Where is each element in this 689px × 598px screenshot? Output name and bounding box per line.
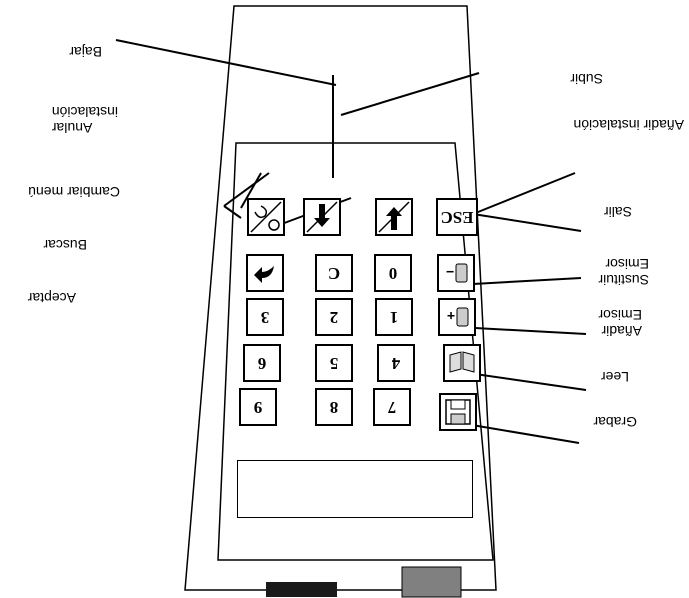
plus-sign: + (447, 308, 455, 324)
label-cambiar-menu: Cambiar menú (28, 184, 120, 200)
arrow-up-icon (314, 204, 330, 227)
key-9[interactable]: 9 (239, 388, 277, 426)
search-key[interactable] (247, 198, 285, 236)
label-grabar: Grabar (593, 414, 637, 430)
callout-lines (115, 39, 587, 444)
minus-sign: − (446, 264, 454, 280)
key-2[interactable]: 2 (315, 298, 353, 336)
accept-key[interactable] (246, 254, 284, 292)
arrow-down-key[interactable] (375, 198, 413, 236)
key-6[interactable]: 6 (243, 344, 281, 382)
arrow-down-icon (386, 207, 402, 230)
floppy-disk-icon[interactable] (439, 393, 477, 431)
label-aceptar: Aceptar (27, 290, 76, 306)
connector-gray (401, 566, 462, 598)
label-sustituir-emisor: Sustituir Emisor (598, 256, 649, 288)
label-bajar: Bajar (69, 44, 102, 60)
label-buscar: Buscar (43, 237, 87, 253)
escape-key[interactable]: ESC (436, 198, 478, 236)
enter-arrow-icon (254, 266, 274, 283)
key-7[interactable]: 7 (373, 388, 411, 426)
key-5[interactable]: 5 (315, 344, 353, 382)
remote-control-icon: + (447, 307, 469, 327)
remote-control-icon: − (446, 263, 468, 283)
key-0[interactable]: 0 (374, 254, 412, 292)
label-anadir-emisor: Añadir Emisor (598, 307, 642, 339)
label-subir: Subir (570, 71, 603, 87)
key-1[interactable]: 1 (375, 298, 413, 336)
arrow-up-key[interactable] (303, 198, 341, 236)
label-leer: Leer (600, 369, 629, 385)
label-salir: Salir (603, 204, 632, 220)
book-icon[interactable] (443, 344, 481, 382)
add-emitter-key[interactable]: + (438, 298, 476, 336)
cycle-arrows-icon (254, 205, 268, 219)
display-window (237, 460, 473, 518)
key-4[interactable]: 4 (377, 344, 415, 382)
key-8[interactable]: 8 (315, 388, 353, 426)
key-3[interactable]: 3 (246, 298, 284, 336)
magnifier-icon (268, 219, 280, 231)
key-c[interactable]: C (315, 254, 353, 292)
label-anadir-instalacion: Añadir instalación (573, 117, 684, 133)
connector-dark (266, 582, 337, 597)
label-anular-instalacion: Anular instalación (51, 104, 118, 136)
replace-emitter-key[interactable]: − (437, 254, 475, 292)
